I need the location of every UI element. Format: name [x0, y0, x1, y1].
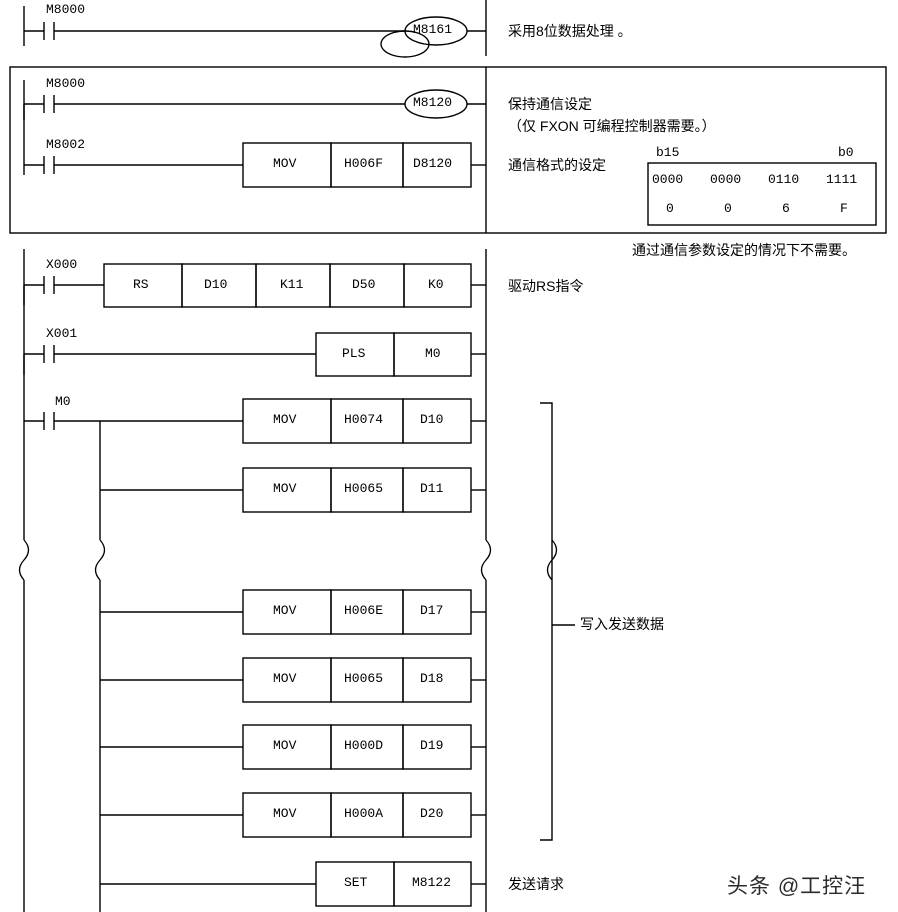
pls-block-m0: M0	[425, 346, 441, 361]
rs-block-rs: RS	[133, 277, 149, 292]
m0-row4-dst: D18	[420, 671, 444, 686]
hex-digit-1: 0	[666, 201, 674, 216]
rung3-block-d8120: D8120	[413, 156, 453, 171]
rs-block-d10: D10	[204, 277, 228, 292]
rs-comment: 驱动RS指令	[508, 278, 584, 294]
rs-contact-label: X000	[46, 257, 78, 272]
m0-row1-op: MOV	[273, 412, 297, 427]
m0-set-op: SET	[344, 875, 368, 890]
bit-group-4: 1111	[826, 172, 858, 187]
bit-table-left-label: b15	[656, 145, 680, 160]
m0-row5-src: H000D	[344, 738, 384, 753]
rs-block-d50: D50	[352, 277, 376, 292]
rs-block-k11: K11	[280, 277, 304, 292]
note-below-box: 通过通信参数设定的情况下不需要。	[632, 242, 856, 258]
rung3-contact-label: M8002	[46, 137, 86, 152]
m0-set-dst: M8122	[412, 875, 452, 890]
m0-row6-op: MOV	[273, 806, 297, 821]
bit-group-3: 0110	[768, 172, 800, 187]
m0-set-comment: 发送请求	[508, 876, 564, 892]
hex-digit-4: F	[840, 201, 848, 216]
rung1-comment: 采用8位数据处理 。	[508, 23, 632, 39]
m0-row4-src: H0065	[344, 671, 384, 686]
m0-row1-src: H0074	[344, 412, 384, 427]
pls-block-pls: PLS	[342, 346, 366, 361]
hex-digit-3: 6	[782, 201, 790, 216]
m0-row2-dst: D11	[420, 481, 444, 496]
rung2-contact-label: M8000	[46, 76, 86, 91]
rung3-block-h006f: H006F	[344, 156, 384, 171]
rung3-block-mov: MOV	[273, 156, 297, 171]
m0-row3-src: H006E	[344, 603, 384, 618]
rung2-comment-line2: （仅 FXON 可编程控制器需要。）	[508, 118, 716, 134]
m0-row4-op: MOV	[273, 671, 297, 686]
rung2-comment-line1: 保持通信设定	[508, 96, 592, 112]
pls-contact-label: X001	[46, 326, 78, 341]
m0-row1-dst: D10	[420, 412, 444, 427]
rung2-coil-label: M8120	[413, 95, 453, 110]
m0-contact-label: M0	[55, 394, 71, 409]
watermark: 头条 @工控汪	[727, 875, 867, 898]
m0-row2-op: MOV	[273, 481, 297, 496]
m0-row5-dst: D19	[420, 738, 444, 753]
rung3-comment: 通信格式的设定	[508, 157, 606, 173]
m0-row6-dst: D20	[420, 806, 444, 821]
rung1-contact-label: M8000	[46, 2, 86, 17]
m0-group-comment: 写入发送数据	[580, 616, 664, 632]
bit-table-right-label: b0	[838, 145, 854, 160]
bit-group-2: 0000	[710, 172, 742, 187]
m0-row3-dst: D17	[420, 603, 444, 618]
rung1-coil-label: M8161	[413, 22, 453, 37]
m0-row3-op: MOV	[273, 603, 297, 618]
m0-row2-src: H0065	[344, 481, 384, 496]
rs-block-k0: K0	[428, 277, 444, 292]
hex-digit-2: 0	[724, 201, 732, 216]
m0-row5-op: MOV	[273, 738, 297, 753]
bit-group-1: 0000	[652, 172, 684, 187]
m0-row6-src: H000A	[344, 806, 384, 821]
